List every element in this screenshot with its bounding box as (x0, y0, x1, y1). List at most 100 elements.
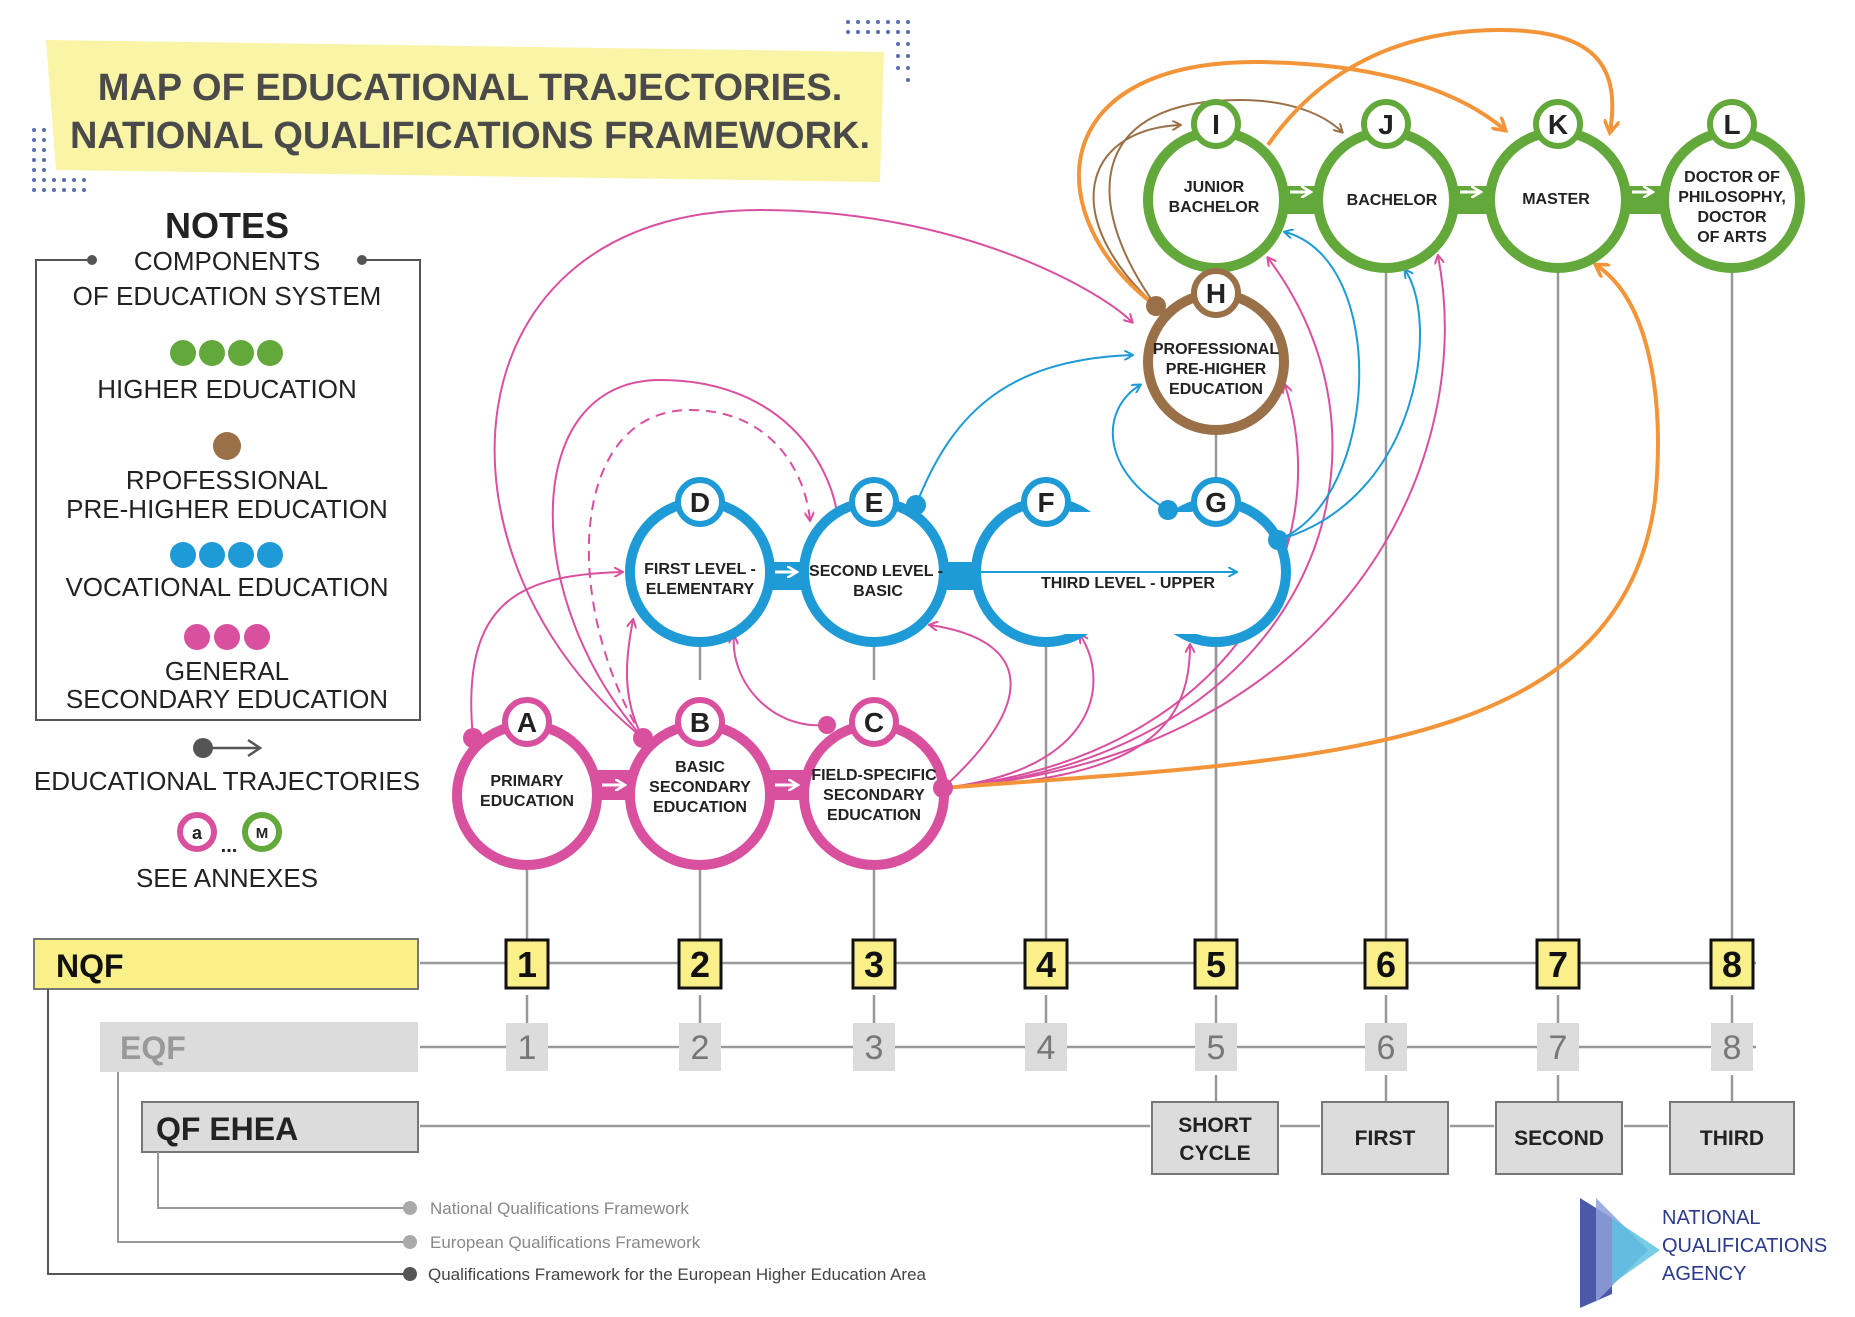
node-l-line3: DOCTOR (1697, 209, 1766, 226)
legend-general-swatch (184, 624, 270, 650)
arrow-i-to-l (1266, 27, 1612, 147)
title-line2: NATIONAL QUALIFICATIONS FRAMEWORK. (70, 115, 870, 157)
node-h-line3: EDUCATION (1169, 381, 1263, 398)
node-k-letter: K (1548, 109, 1568, 140)
arrow-h-to-i (1092, 125, 1180, 307)
node-c-letter: C (864, 707, 884, 738)
eqf-level-1: 1 (518, 1029, 537, 1067)
ehea-second: SECOND (1514, 1127, 1604, 1150)
dot-pattern-top (846, 20, 910, 82)
legend-annexes-label: SEE ANNEXES (136, 863, 318, 893)
legend-general-line1: GENERAL (165, 656, 289, 686)
notes-components-line1: COMPONENTS (134, 246, 320, 276)
ehea-first: FIRST (1355, 1127, 1416, 1150)
ehea-cycles: SHORT CYCLE FIRST SECOND THIRD (1151, 1101, 1795, 1175)
agency-line3: AGENCY (1662, 1263, 1746, 1285)
arrow-e-to-h (915, 355, 1132, 506)
eqf-label: EQF (120, 1030, 186, 1066)
node-g-letter: G (1205, 487, 1227, 518)
arrow-a-to-d (470, 572, 622, 739)
trajectory-arrows (470, 27, 1660, 790)
legend-higher-swatch (170, 340, 283, 366)
node-c-line1: FIELD-SPECIFIC (811, 767, 937, 784)
footnote-ehea: Qualifications Framework for the Europea… (428, 1265, 927, 1284)
arrow-c-to-g (942, 645, 1190, 789)
node-i-letter: I (1212, 109, 1220, 140)
agency-line1: NATIONAL (1662, 1207, 1761, 1229)
node-j-letter: J (1378, 109, 1394, 140)
agency-line2: QUALIFICATIONS (1662, 1235, 1827, 1257)
legend-professional-line2: PRE-HIGHER EDUCATION (66, 494, 388, 524)
node-d-line1: FIRST LEVEL - (644, 561, 756, 578)
framework-footnotes: National Qualifications Framework Europe… (47, 989, 927, 1284)
nqf-level-3: 3 (864, 944, 884, 985)
chain-vocational (625, 497, 1291, 647)
eqf-level-4: 4 (1037, 1029, 1056, 1067)
node-c-line3: EDUCATION (827, 807, 921, 824)
arrow-c-to-f (942, 635, 1095, 789)
nqf-label: NQF (56, 948, 124, 984)
agency-logo: NATIONAL QUALIFICATIONS AGENCY (1580, 1198, 1827, 1308)
nqf-level-1: 1 (517, 944, 537, 985)
node-a-line2: EDUCATION (480, 793, 574, 810)
node-c-line2: SECONDARY (823, 787, 925, 804)
legend-annex-icons: a ... M (177, 812, 282, 857)
title-background (46, 40, 884, 182)
node-b-line1: BASIC (675, 759, 725, 776)
node-e-line1: SECOND LEVEL - (809, 563, 943, 580)
legend-trajectories-label: EDUCATIONAL TRAJECTORIES (34, 766, 420, 796)
arrow-h-to-j (1108, 98, 1342, 307)
annex-m-text: M (256, 825, 269, 842)
ehea-short-line1: SHORT (1178, 1114, 1252, 1137)
eqf-level-5: 5 (1207, 1029, 1226, 1067)
nqf-level-8: 8 (1722, 944, 1742, 985)
nqf-label-box (33, 938, 419, 990)
node-e-line2: BASIC (853, 583, 903, 600)
chain-general (452, 720, 949, 870)
node-b-line2: SECONDARY (649, 779, 751, 796)
legend-professional-line1: RPOFESSIONAL (126, 465, 328, 495)
legend-vocational-label: VOCATIONAL EDUCATION (65, 572, 388, 602)
node-b-line3: EDUCATION (653, 799, 747, 816)
footnote-nqf: National Qualifications Framework (430, 1199, 689, 1218)
node-l-line4: OF ARTS (1697, 229, 1767, 246)
nqf-level-5: 5 (1206, 944, 1226, 985)
chain-higher (1143, 127, 1805, 273)
dot-pattern-left (32, 128, 86, 192)
node-letters: A B C D E F G H I J K L (517, 109, 1741, 738)
node-d-letter: D (690, 487, 710, 518)
arrow-g-to-j (1277, 270, 1421, 541)
legend-professional-swatch (213, 432, 241, 460)
framework-rows: NQF EQF QF EHEA 1 2 3 4 5 6 7 8 (33, 938, 1795, 1175)
arrow-c-to-d (734, 636, 828, 727)
title-line1: MAP OF EDUCATIONAL TRAJECTORIES. (98, 67, 843, 109)
eqf-level-2: 2 (691, 1029, 710, 1067)
eqf-label-box (100, 1022, 418, 1072)
arrow-g-to-h (1111, 385, 1169, 511)
ehea-third: THIRD (1700, 1127, 1764, 1150)
legend-higher-label: HIGHER EDUCATION (97, 374, 357, 404)
node-a-line1: PRIMARY (490, 773, 564, 790)
arrow-b-to-e-dashed (587, 408, 810, 739)
notes-heading: NOTES (165, 205, 289, 246)
eqf-levels: 1 2 3 4 5 6 7 8 (506, 1023, 1753, 1071)
notes-legend: NOTES COMPONENTS OF EDUCATION SYSTEM HIG… (34, 205, 421, 893)
arrow-g-to-i (1277, 232, 1361, 541)
node-b-letter: B (690, 707, 710, 738)
arrow-h-to-k (1077, 59, 1505, 308)
arrow-b-to-h (493, 208, 1132, 739)
notes-frame (35, 259, 421, 721)
node-j-line1: BACHELOR (1347, 192, 1438, 209)
node-d-line2: ELEMENTARY (646, 581, 755, 598)
arrow-c-to-j (942, 256, 1446, 789)
title-banner: MAP OF EDUCATIONAL TRAJECTORIES. NATIONA… (32, 20, 910, 192)
node-fg-label: THIRD LEVEL - UPPER (1041, 575, 1215, 592)
nqf-level-6: 6 (1376, 944, 1396, 985)
node-e-letter: E (865, 487, 884, 518)
node-k-line1: MASTER (1522, 191, 1590, 208)
eqf-level-8: 8 (1723, 1029, 1742, 1067)
node-l-line1: DOCTOR OF (1684, 169, 1780, 186)
agency-logo-mark-accent (1612, 1218, 1660, 1284)
